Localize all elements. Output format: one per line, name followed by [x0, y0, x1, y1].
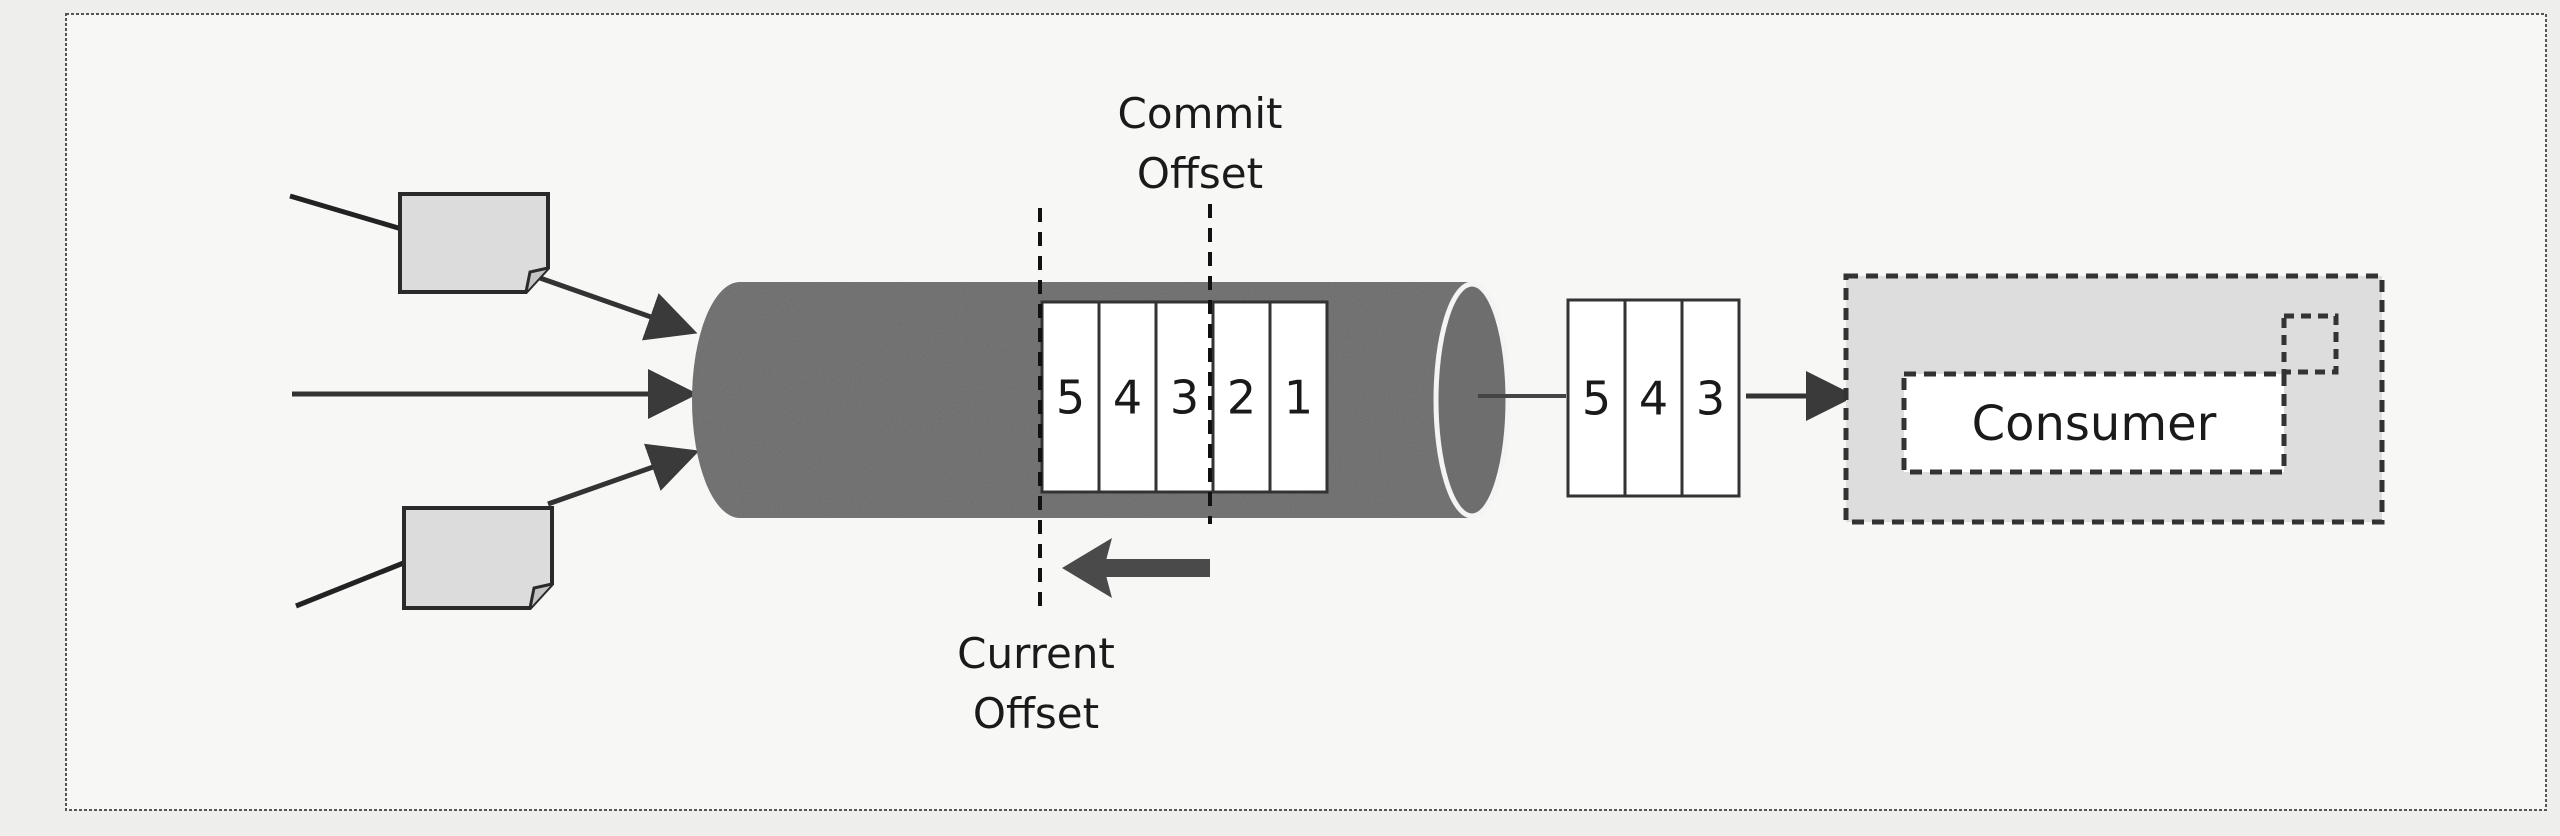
consumer-label: Consumer: [1972, 396, 2217, 452]
producer-line-bottom: [295, 559, 407, 609]
topic-message-cell: [1211, 300, 1272, 494]
topic-message-label: 2: [1227, 371, 1256, 425]
topic-message-label: 1: [1284, 371, 1313, 425]
topic-message-label: 5: [1056, 371, 1085, 425]
consumer-slot-box: [2281, 313, 2339, 375]
document-icon: [398, 192, 550, 294]
arrow-icon: [539, 275, 698, 341]
current-offset-label: Offset: [973, 689, 1099, 738]
topic-message-label: 4: [1113, 371, 1142, 425]
producer-line-top: [289, 193, 406, 233]
fetched-message-label: 3: [1696, 372, 1725, 426]
commit-offset-label: Offset: [1137, 149, 1263, 198]
topic-message-cell: [1268, 300, 1329, 494]
fetched-message-label: 5: [1582, 372, 1611, 426]
fetched-message-cell: [1680, 298, 1741, 498]
consumer-box: [1901, 371, 2287, 475]
fetched-message-cell: [1566, 298, 1627, 498]
current-offset-label: Current: [957, 629, 1115, 678]
topic-message-cell: [1040, 300, 1101, 494]
topic-message-cell: [1154, 300, 1215, 494]
arrow-icon: [1062, 538, 1210, 598]
commit-offset-label: Commit: [1118, 89, 1283, 138]
topic-message-label: 3: [1170, 371, 1199, 425]
arrow-icon: [547, 443, 700, 507]
document-icon: [402, 506, 554, 610]
fetched-message-label: 4: [1639, 372, 1668, 426]
